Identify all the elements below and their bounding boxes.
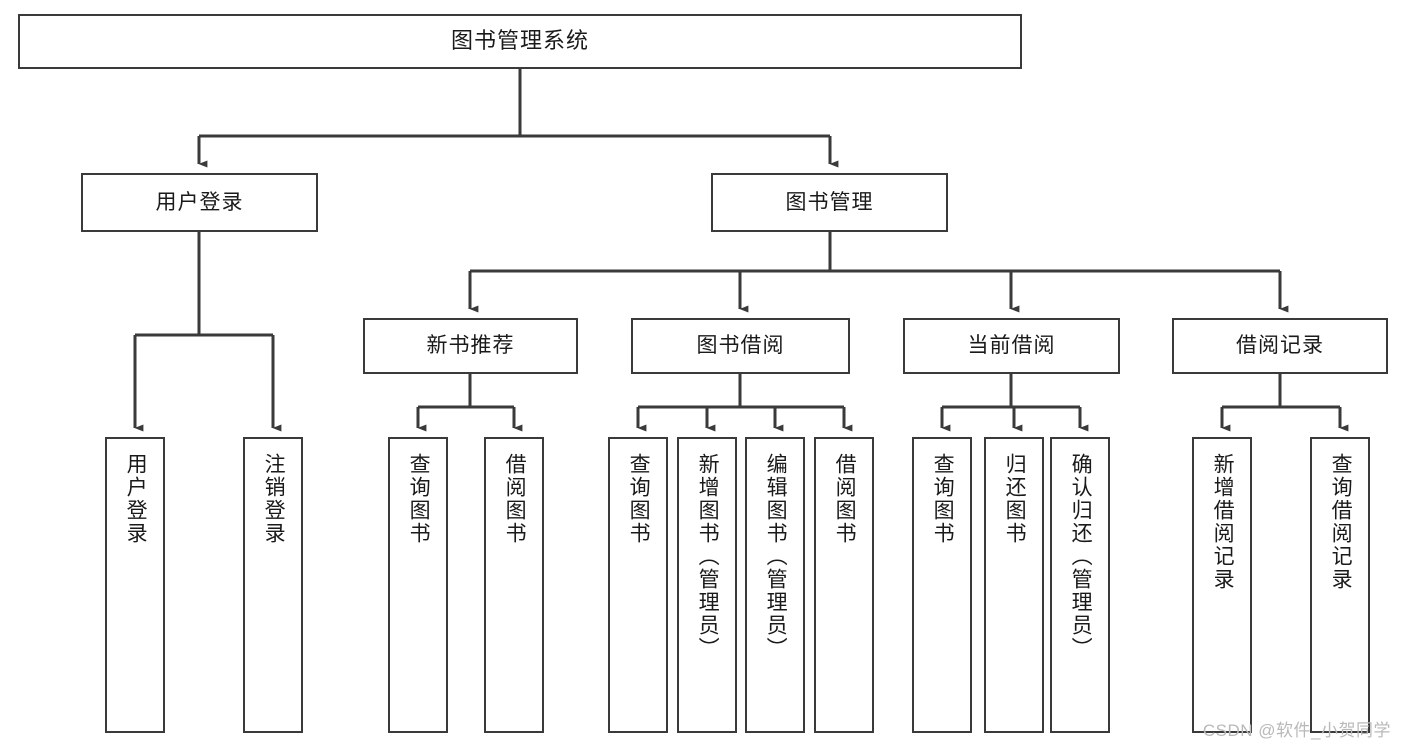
node-leaf-add-book-label: 新增图书（管理员） — [696, 453, 720, 660]
node-leaf-borrow-book-2[interactable]: 借阅图书 — [814, 437, 874, 733]
node-current-borrow-label: 当前借阅 — [967, 334, 1056, 358]
node-book-manage-label: 图书管理 — [785, 190, 874, 214]
node-leaf-logout[interactable]: 注销登录 — [243, 437, 303, 733]
node-leaf-return-book[interactable]: 归还图书 — [984, 437, 1044, 733]
node-leaf-return-book-label: 归还图书 — [1003, 453, 1027, 545]
node-new-book-recommend-label: 新书推荐 — [426, 334, 515, 358]
node-leaf-add-record-label: 新增借阅记录 — [1211, 453, 1235, 591]
node-leaf-confirm-return-label: 确认归还（管理员） — [1069, 453, 1093, 660]
edges-group — [133, 69, 1349, 432]
watermark-text: CSDN @软件_小贺同学 — [1202, 721, 1391, 740]
node-book-borrow[interactable]: 图书借阅 — [631, 318, 850, 374]
node-leaf-logout-label: 注销登录 — [262, 453, 286, 545]
node-user-login-label: 用户登录 — [155, 190, 244, 214]
node-leaf-confirm-return[interactable]: 确认归还（管理员） — [1050, 437, 1110, 733]
node-user-login[interactable]: 用户登录 — [81, 173, 318, 232]
node-leaf-edit-book-label: 编辑图书（管理员） — [764, 453, 788, 660]
node-leaf-query-book-1-label: 查询图书 — [407, 453, 431, 545]
node-leaf-query-book-3[interactable]: 查询图书 — [912, 437, 972, 733]
node-leaf-user-login-label: 用户登录 — [124, 453, 148, 545]
node-leaf-add-record[interactable]: 新增借阅记录 — [1192, 437, 1252, 733]
node-borrow-record-label: 借阅记录 — [1236, 334, 1324, 358]
node-root[interactable]: 图书管理系统 — [18, 14, 1022, 69]
node-leaf-query-book-1[interactable]: 查询图书 — [388, 437, 448, 733]
node-borrow-record[interactable]: 借阅记录 — [1172, 318, 1388, 374]
node-new-book-recommend[interactable]: 新书推荐 — [363, 318, 578, 374]
node-leaf-borrow-book-1[interactable]: 借阅图书 — [484, 437, 544, 733]
node-book-borrow-label: 图书借阅 — [696, 334, 785, 358]
node-leaf-borrow-book-1-label: 借阅图书 — [503, 453, 527, 545]
node-leaf-query-book-2-label: 查询图书 — [627, 453, 651, 545]
node-leaf-query-record[interactable]: 查询借阅记录 — [1310, 437, 1370, 733]
node-leaf-add-book[interactable]: 新增图书（管理员） — [677, 437, 737, 733]
node-leaf-user-login[interactable]: 用户登录 — [105, 437, 165, 733]
node-root-label: 图书管理系统 — [450, 28, 589, 54]
node-leaf-borrow-book-2-label: 借阅图书 — [833, 453, 857, 545]
node-leaf-query-book-2[interactable]: 查询图书 — [608, 437, 668, 733]
node-leaf-query-record-label: 查询借阅记录 — [1329, 453, 1353, 591]
node-leaf-query-book-3-label: 查询图书 — [931, 453, 955, 545]
node-current-borrow[interactable]: 当前借阅 — [903, 318, 1120, 374]
node-leaf-edit-book[interactable]: 编辑图书（管理员） — [745, 437, 805, 733]
node-book-manage[interactable]: 图书管理 — [711, 173, 948, 232]
